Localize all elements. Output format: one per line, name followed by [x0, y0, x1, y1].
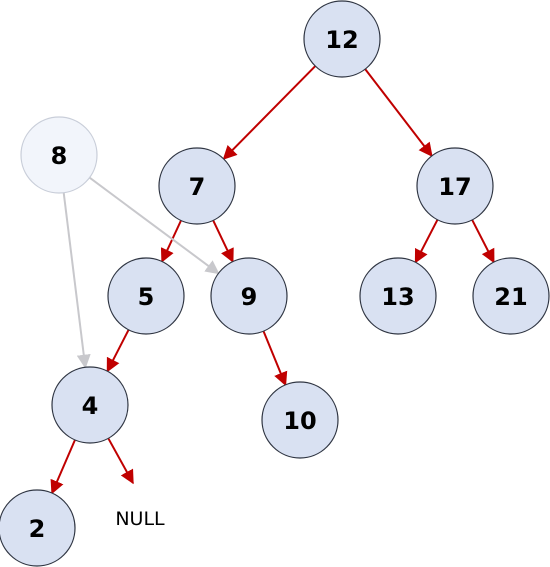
edge-8-to-4: [62, 192, 91, 369]
tree-node-12: 12: [303, 0, 381, 78]
edge-layer: [50, 65, 495, 495]
edge-7-to-5: [160, 220, 182, 263]
tree-node-8: 8: [20, 116, 98, 194]
node-circle: [107, 257, 185, 335]
node-label: 13: [381, 283, 414, 311]
node-circle: [158, 147, 236, 225]
node-label: 8: [51, 142, 68, 170]
edge-4-to-null: [107, 437, 134, 485]
edge-5-to-4: [106, 329, 130, 373]
node-circle: [416, 147, 494, 225]
node-label: 12: [325, 26, 358, 54]
edge-12-to-17: [364, 68, 433, 158]
node-label: 7: [189, 173, 206, 201]
node-label: 5: [138, 283, 155, 311]
tree-node-9: 9: [210, 257, 288, 335]
null-pointer-label: NULL: [115, 508, 165, 530]
tree-node-7: 7: [158, 147, 236, 225]
edge-8-to-9: [88, 176, 220, 275]
edge-4-to-2: [50, 439, 76, 495]
node-label: 2: [29, 515, 46, 543]
tree-node-5: 5: [107, 257, 185, 335]
node-label: 9: [241, 283, 258, 311]
tree-node-4: 4: [51, 366, 129, 444]
node-circle: [359, 257, 437, 335]
node-circle: [51, 366, 129, 444]
node-circle: [20, 116, 98, 194]
node-circle: [210, 257, 288, 335]
node-label: 4: [82, 392, 99, 420]
node-label: 21: [494, 283, 527, 311]
tree-node-13: 13: [359, 257, 437, 335]
node-label: 10: [283, 407, 316, 435]
node-circle: [303, 0, 381, 78]
node-circle: [261, 381, 339, 459]
tree-node-17: 17: [416, 147, 494, 225]
edge-12-to-7: [222, 65, 317, 160]
edge-7-to-9: [212, 219, 234, 263]
node-circle: [0, 489, 76, 567]
node-circle: [472, 257, 550, 335]
node-label: 17: [438, 173, 471, 201]
edge-17-to-13: [414, 219, 439, 264]
edge-17-to-21: [471, 219, 495, 264]
tree-node-2: 2: [0, 489, 76, 567]
tree-node-21: 21: [472, 257, 550, 335]
edge-9-to-10: [262, 330, 288, 387]
tree-node-10: 10: [261, 381, 339, 459]
